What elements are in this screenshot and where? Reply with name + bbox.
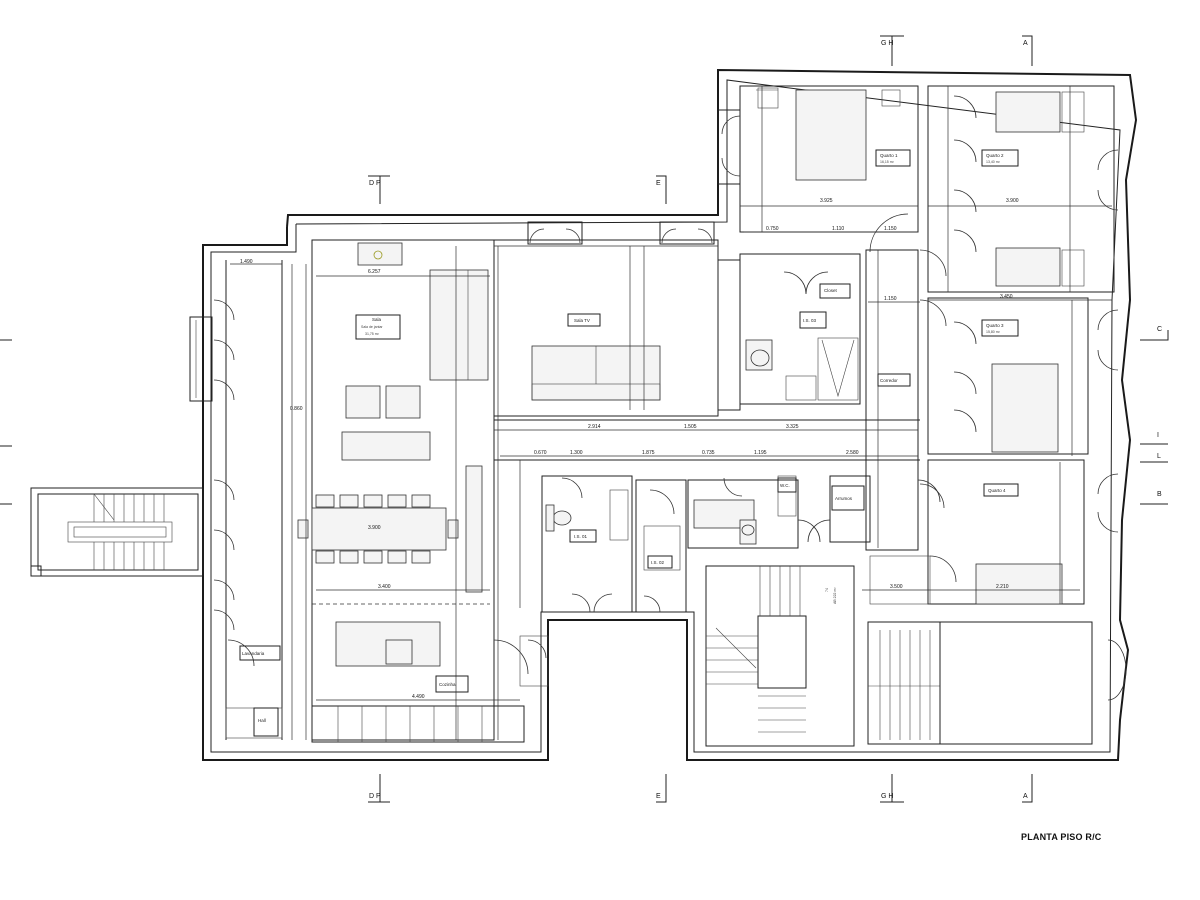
dim-1490: 1.490	[240, 259, 253, 265]
room-label-wc: W.C.	[780, 483, 790, 488]
section-mark-a-bottom: A	[1023, 793, 1028, 800]
section-mark-dp-top: D P	[369, 180, 381, 187]
section-mark-e-bottom: E	[656, 793, 661, 800]
room-label-hall: Hall	[258, 718, 266, 723]
dim-1110: 1.110	[832, 226, 844, 232]
bedrooms	[717, 85, 1119, 605]
room-area-quarto1: 16,15 m²	[880, 160, 895, 164]
room-area-quarto2: 13,40 m²	[986, 160, 1001, 164]
dim-1150b: 1.150	[884, 296, 897, 302]
section-mark-l: L	[1157, 453, 1161, 460]
room-label-closet: Closet	[824, 288, 838, 293]
dim-3450: 3.450	[1000, 294, 1013, 300]
dim-3925: 3.925	[820, 198, 833, 204]
room-label-quarto1: Quarto 1	[880, 153, 898, 158]
room-label-lavandaria: Lavandaria	[242, 651, 265, 656]
room-label-quarto4: Quarto 4	[988, 488, 1006, 493]
dimension-values: 6.257 3.925 3.900 0.750 1.110 1.150 1.15…	[240, 198, 1019, 700]
room-label-ish3: I.S. 03	[803, 318, 817, 323]
room-label-arrumos: Arrumos	[835, 496, 853, 501]
dim-0735: 0.735	[702, 450, 715, 456]
room-labels: Sala Sala de jantar 31,75 m² Sala TV Qua…	[239, 149, 1019, 737]
outer-walls	[202, 68, 1138, 761]
dim-6257: 6.257	[368, 269, 381, 275]
room-label-dining: Sala	[372, 317, 382, 322]
dim-3325: 3.325	[786, 424, 799, 430]
dim-3900: 3.900	[1006, 198, 1019, 204]
room-label-tvroom: Sala TV	[574, 318, 590, 323]
section-mark-gh-top: G H	[881, 40, 893, 47]
dim-3900b: 3.900	[368, 525, 381, 531]
drawing-title: PLANTA PISO R/C	[1021, 832, 1102, 842]
room-area-dining: 31,75 m²	[365, 332, 380, 336]
room-label-ish2: I.S. 02	[651, 560, 665, 565]
dim-2914: 2.914	[588, 424, 601, 430]
dim-2210: 2.210	[996, 584, 1009, 590]
dim-3500: 3.500	[890, 584, 903, 590]
dim-1505: 1.505	[684, 424, 697, 430]
room-label-corredor: Corredor	[880, 378, 898, 383]
section-mark-dp-bottom: D P	[369, 793, 381, 800]
section-mark-a-top: A	[1023, 40, 1028, 47]
left-facade	[189, 260, 283, 740]
dim-1150a: 1.150	[884, 226, 897, 232]
left-entrance-stair	[30, 487, 204, 577]
section-mark-i: I	[1157, 432, 1159, 439]
section-mark-b: B	[1157, 491, 1162, 498]
stair-label-74: 74	[825, 588, 829, 592]
tv-room	[493, 221, 719, 417]
dim-4490: 4.490	[412, 694, 425, 700]
central-core	[494, 213, 941, 613]
dim-2580: 2.580	[846, 450, 859, 456]
room-area-quarto3: 15,80 m²	[986, 330, 1001, 334]
dining-room	[297, 239, 549, 743]
section-mark-gh-bottom: G H	[881, 793, 893, 800]
dim-1195: 1.195	[754, 450, 767, 456]
room-label-quarto2: Quarto 2	[986, 153, 1004, 158]
dim-1875: 1.875	[642, 450, 655, 456]
center-stair	[705, 565, 1127, 747]
dim-1300: 1.300	[570, 450, 583, 456]
dim-3400: 3.400	[378, 584, 391, 590]
room-label-ish1: I.S. 01	[574, 534, 588, 539]
dim-0670: 0.670	[534, 450, 547, 456]
dim-0750: 0.750	[766, 226, 779, 232]
stair-label-area: AB 222 m²	[833, 587, 837, 604]
section-mark-c: C	[1157, 326, 1162, 333]
room-label-cozinha: Cozinha	[439, 682, 456, 687]
room-sub-dining: Sala de jantar	[361, 325, 383, 329]
section-mark-e-top: E	[656, 180, 661, 187]
section-cut-markers: D P E G H A D P E G H A C I L B	[0, 35, 1169, 803]
dimension-lines	[230, 86, 1112, 740]
dim-0860: 0.860	[290, 406, 303, 412]
room-label-quarto3: Quarto 3	[986, 323, 1004, 328]
